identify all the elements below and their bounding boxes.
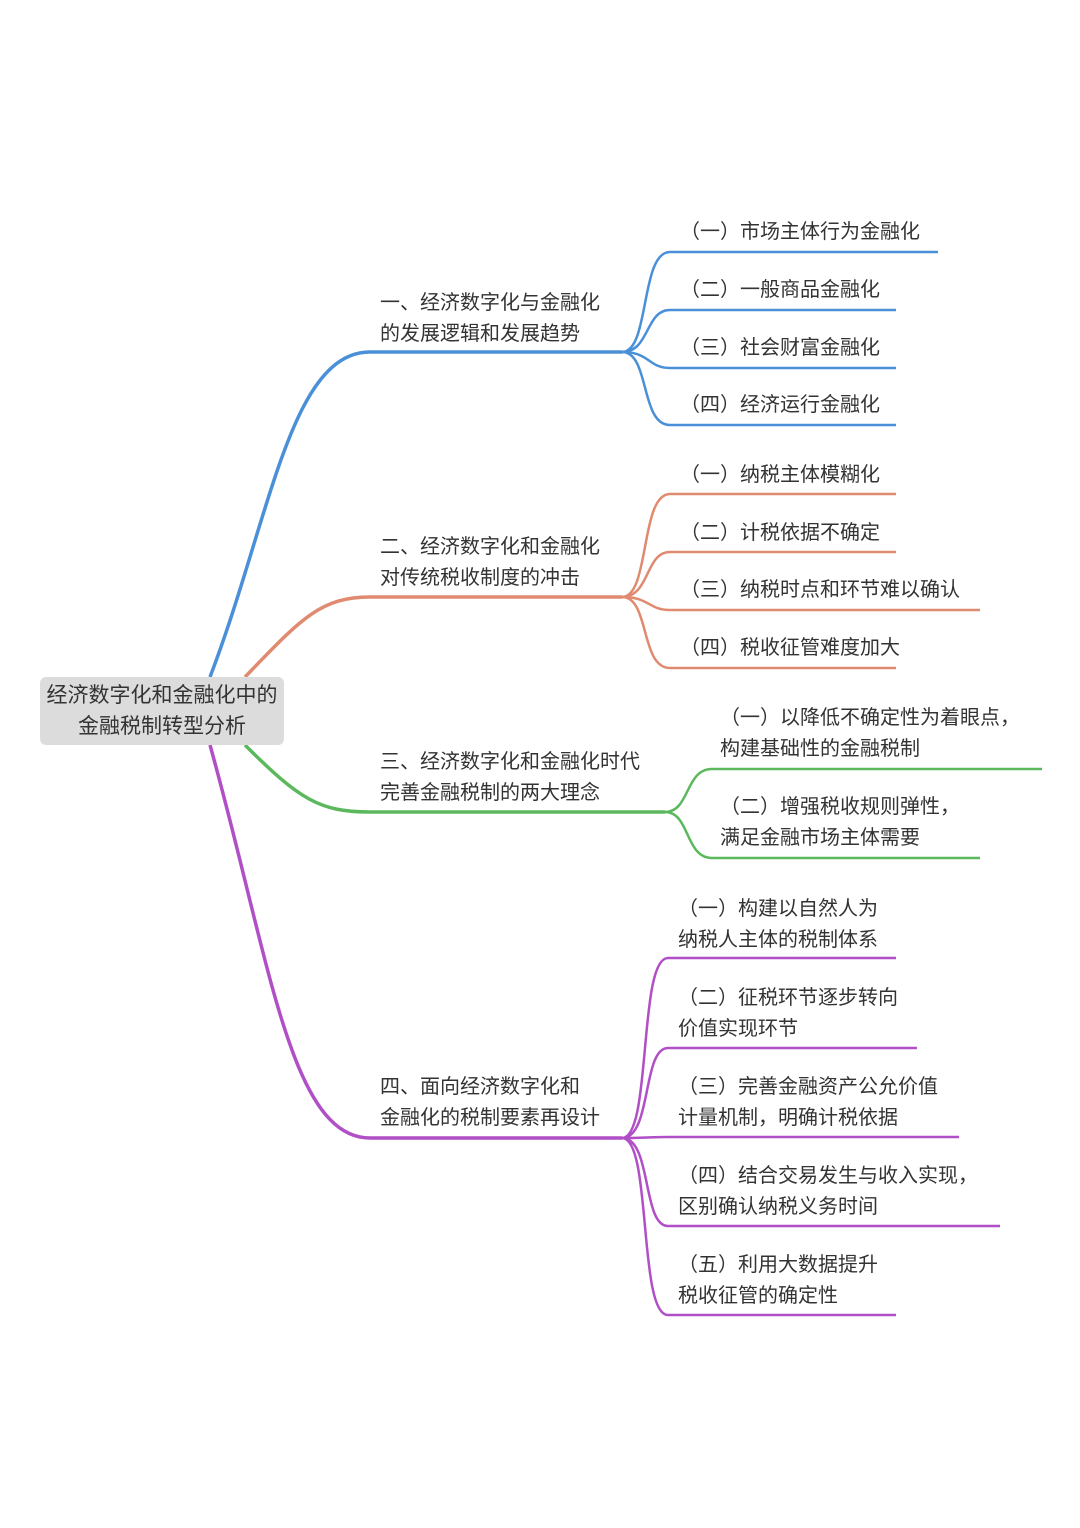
leaf-node-2-3: （三）纳税时点和环节难以确认 [680,577,960,601]
branch-node-2: 二、经济数字化和金融化 对传统税收制度的冲击 [380,534,600,589]
connector-b2-c3 [621,595,980,612]
connector-b2-c4 [621,595,896,670]
connector-b2-c1 [621,492,896,599]
leaf-node-2-2: （二）计税依据不确定 [680,520,880,544]
connector-b3-c1 [664,767,1042,814]
connector-b1-c1 [621,250,938,354]
connector-b4-c2 [621,1046,917,1140]
leaf-node-3-2: （二）增强税收规则弹性， 满足金融市场主体需要 [720,794,960,849]
branch-node-1: 一、经济数字化与金融化 的发展逻辑和发展趋势 [380,290,600,345]
branch-node-4: 四、面向经济数字化和 金融化的税制要素再设计 [380,1074,600,1129]
leaf-node-1-4: （四）经济运行金融化 [680,392,880,416]
connector-b4-c4 [621,1136,1000,1228]
branch-node-3: 三、经济数字化和金融化时代 完善金融税制的两大理念 [380,749,640,804]
leaf-node-3-1: （一）以降低不确定性为着眼点， 构建基础性的金融税制 [720,705,1020,760]
connector-b1-c2 [621,308,896,354]
leaf-node-4-4: （四）结合交易发生与收入实现， 区别确认纳税义务时间 [678,1163,978,1218]
leaf-node-4-2: （二）征税环节逐步转向 价值实现环节 [678,985,898,1040]
connector-b4-c1 [621,956,896,1140]
connector-b2-c2 [621,550,896,599]
connector-root-branch-2 [243,595,622,679]
connector-root-branch-1 [208,350,622,678]
leaf-node-2-4: （四）税收征管难度加大 [680,635,900,659]
connector-b3-c2 [664,810,980,860]
connector-b1-c3 [621,350,896,370]
leaf-node-4-1: （一）构建以自然人为 纳税人主体的税制体系 [678,896,878,951]
leaf-node-4-5: （五）利用大数据提升 税收征管的确定性 [678,1252,878,1307]
leaf-node-4-3: （三）完善金融资产公允价值 计量机制，明确计税依据 [678,1074,938,1129]
connector-b4-c3 [621,1135,959,1140]
connector-b1-c4 [621,350,896,427]
connector-b4-c5 [621,1136,896,1317]
leaf-node-1-3: （三）社会财富金融化 [680,335,880,359]
leaf-node-1-1: （一）市场主体行为金融化 [680,219,920,243]
root-node: 经济数字化和金融化中的 金融税制转型分析 [40,677,284,745]
connector-root-branch-4 [208,744,622,1140]
connector-root-branch-3 [243,743,665,814]
leaf-node-2-1: （一）纳税主体模糊化 [680,462,880,486]
leaf-node-1-2: （二）一般商品金融化 [680,277,880,301]
